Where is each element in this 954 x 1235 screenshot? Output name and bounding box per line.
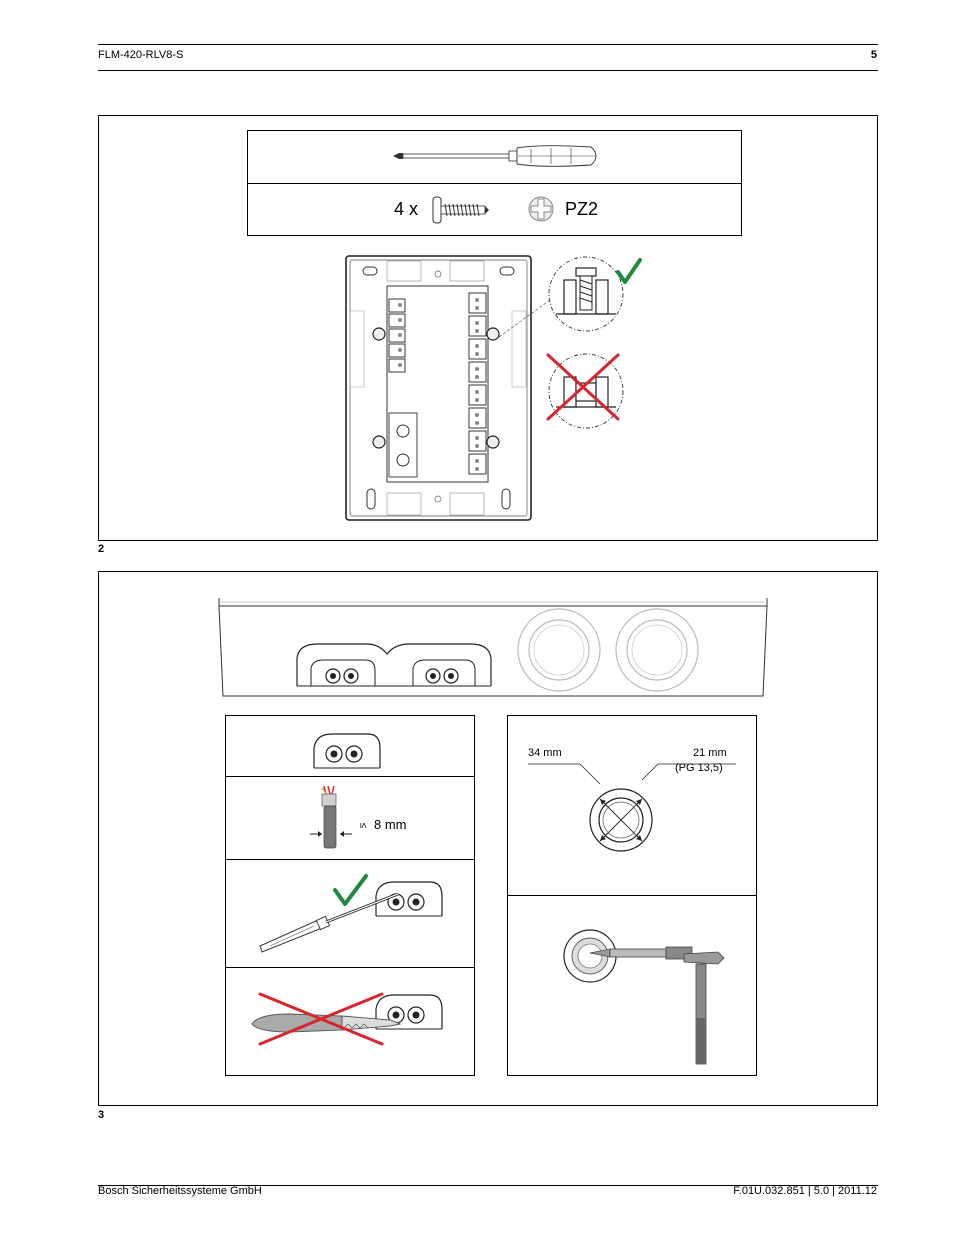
- bit-type-label: PZ2: [565, 199, 599, 219]
- step-divider-3: [226, 967, 474, 968]
- strip-length-label: 8 mm: [374, 817, 407, 832]
- screw-detail-correct: [548, 256, 624, 332]
- header-top-rule: [98, 44, 878, 45]
- screw-icon: [432, 196, 489, 224]
- header-product: FLM-420-RLV8-S: [98, 49, 184, 61]
- step-divider-2: [226, 859, 474, 860]
- housing-side-view: [218, 598, 768, 697]
- cross-icon: [546, 353, 620, 421]
- step-divider-1: [226, 776, 474, 777]
- module-housing-drawing: [345, 255, 551, 521]
- cross-icon: [258, 992, 384, 1046]
- knockout-inner-label: 21 mm: [693, 747, 727, 759]
- cable-entry-detail: [375, 881, 443, 917]
- knockout-steps-box: 34 mm 21 mm (PG 13,5): [507, 715, 757, 1076]
- footer-rule: [98, 1185, 878, 1186]
- knockout-outer-label: 34 mm: [528, 747, 562, 759]
- hammer-icon: [683, 951, 725, 1065]
- knockout-pg-label: (PG 13,5): [675, 762, 723, 774]
- figure-2-panel: 4 x PZ2: [98, 115, 878, 541]
- cable-entry-steps-box: ≤ 8 mm: [225, 715, 475, 1076]
- strip-symbol: ≤: [357, 822, 369, 829]
- screw-count-label: 4 x: [394, 199, 419, 219]
- header-page-number: 5: [870, 49, 877, 61]
- knockout-removal-drawing: [563, 929, 617, 983]
- cable-entry-detail: [313, 733, 381, 769]
- tools-box: 4 x PZ2: [247, 130, 742, 236]
- figure-3-number: 3: [98, 1109, 105, 1121]
- screwdriver-icon: [393, 145, 597, 167]
- header-bottom-rule: [98, 70, 878, 71]
- checkmark-icon: [333, 874, 368, 906]
- figure-2-number: 2: [98, 543, 105, 555]
- screwdriver-icon: [259, 892, 399, 953]
- footer-doc-info: F.01U.032.851 | 5.0 | 2011.12: [733, 1185, 877, 1197]
- pozidriv-bit-icon: [528, 196, 554, 222]
- checkmark-icon: [616, 258, 642, 284]
- tools-box-divider: [248, 183, 741, 184]
- stripped-cable-icon: [310, 785, 352, 849]
- knockout-divider: [508, 895, 756, 896]
- knockout-dimension-drawing: [528, 763, 736, 852]
- footer-company: Bosch Sicherheitssysteme GmbH: [98, 1185, 262, 1197]
- figure-3-panel: ≤ 8 mm: [98, 571, 878, 1106]
- cable-entry-detail: [375, 994, 443, 1030]
